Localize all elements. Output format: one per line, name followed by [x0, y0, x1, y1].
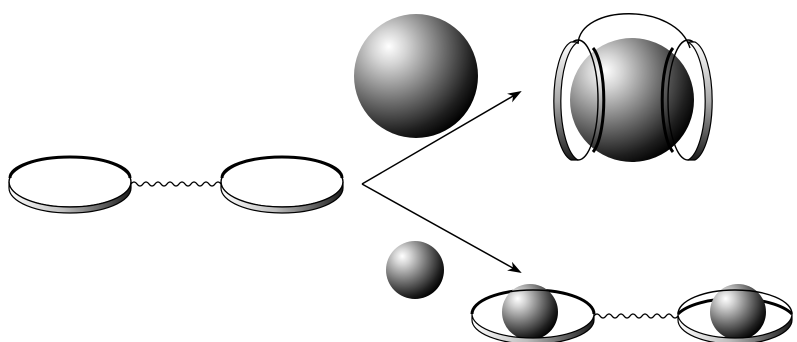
host-dimer: [9, 157, 343, 213]
sandwich-complex-icon: [554, 14, 712, 162]
left-ring-icon: [9, 157, 131, 213]
right-ring-with-guest-icon: [678, 284, 792, 342]
large-sphere-icon: [354, 14, 478, 138]
left-ring-with-guest-icon: [472, 284, 594, 342]
small-sphere-icon: [386, 241, 444, 299]
spring-linker-icon: [131, 182, 221, 186]
threaded-complex-icon: [472, 284, 792, 342]
threaded-spring-linker-icon: [594, 314, 678, 318]
right-ring-icon: [221, 157, 343, 213]
